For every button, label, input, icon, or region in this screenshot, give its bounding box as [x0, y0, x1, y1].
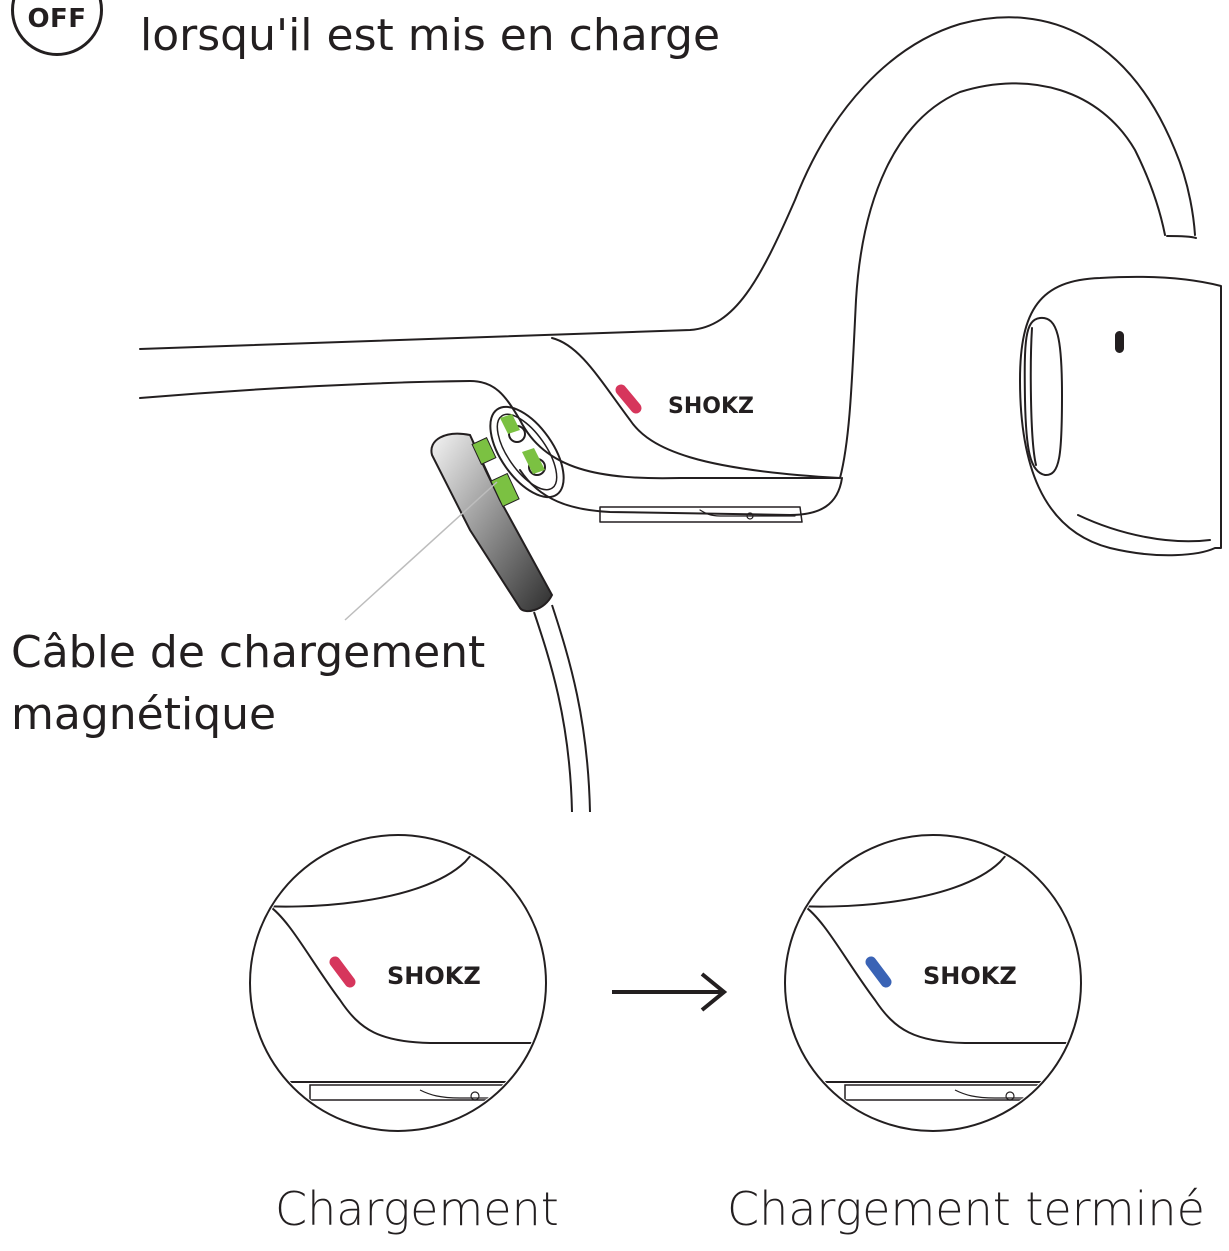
top-caption: lorsqu'il est mis en charge — [140, 10, 721, 61]
state-label-charging: Chargement — [275, 1182, 559, 1236]
cable-leader-line — [344, 481, 498, 621]
led-charged — [865, 956, 892, 988]
cable-caption: Câble de chargement magnétique — [11, 622, 485, 747]
cable-caption-line1: Câble de chargement — [11, 627, 486, 678]
cable-wire — [533, 604, 591, 813]
state-label-charged: Chargement terminé — [727, 1182, 1205, 1236]
cable-caption-line2: magnétique — [11, 689, 277, 741]
magnifier-charging: SHOKZ — [249, 834, 547, 1132]
right-arrow-icon — [612, 972, 728, 1012]
magnetic-cable-connector — [430, 432, 554, 613]
band-top-edge — [139, 16, 1196, 350]
band-lower-edge — [139, 82, 1166, 480]
led-charging — [329, 956, 356, 988]
magnifier-charged: SHOKZ — [784, 834, 1082, 1132]
earpiece-outline — [1019, 275, 1222, 557]
off-badge-label: OFF — [27, 4, 87, 34]
led-indicator-main — [615, 384, 642, 414]
brand-logo-charged: SHOKZ — [923, 962, 1017, 990]
charging-port-contacts — [500, 414, 545, 474]
brand-logo-main: SHOKZ — [668, 394, 754, 419]
brand-logo-charging: SHOKZ — [387, 962, 481, 990]
